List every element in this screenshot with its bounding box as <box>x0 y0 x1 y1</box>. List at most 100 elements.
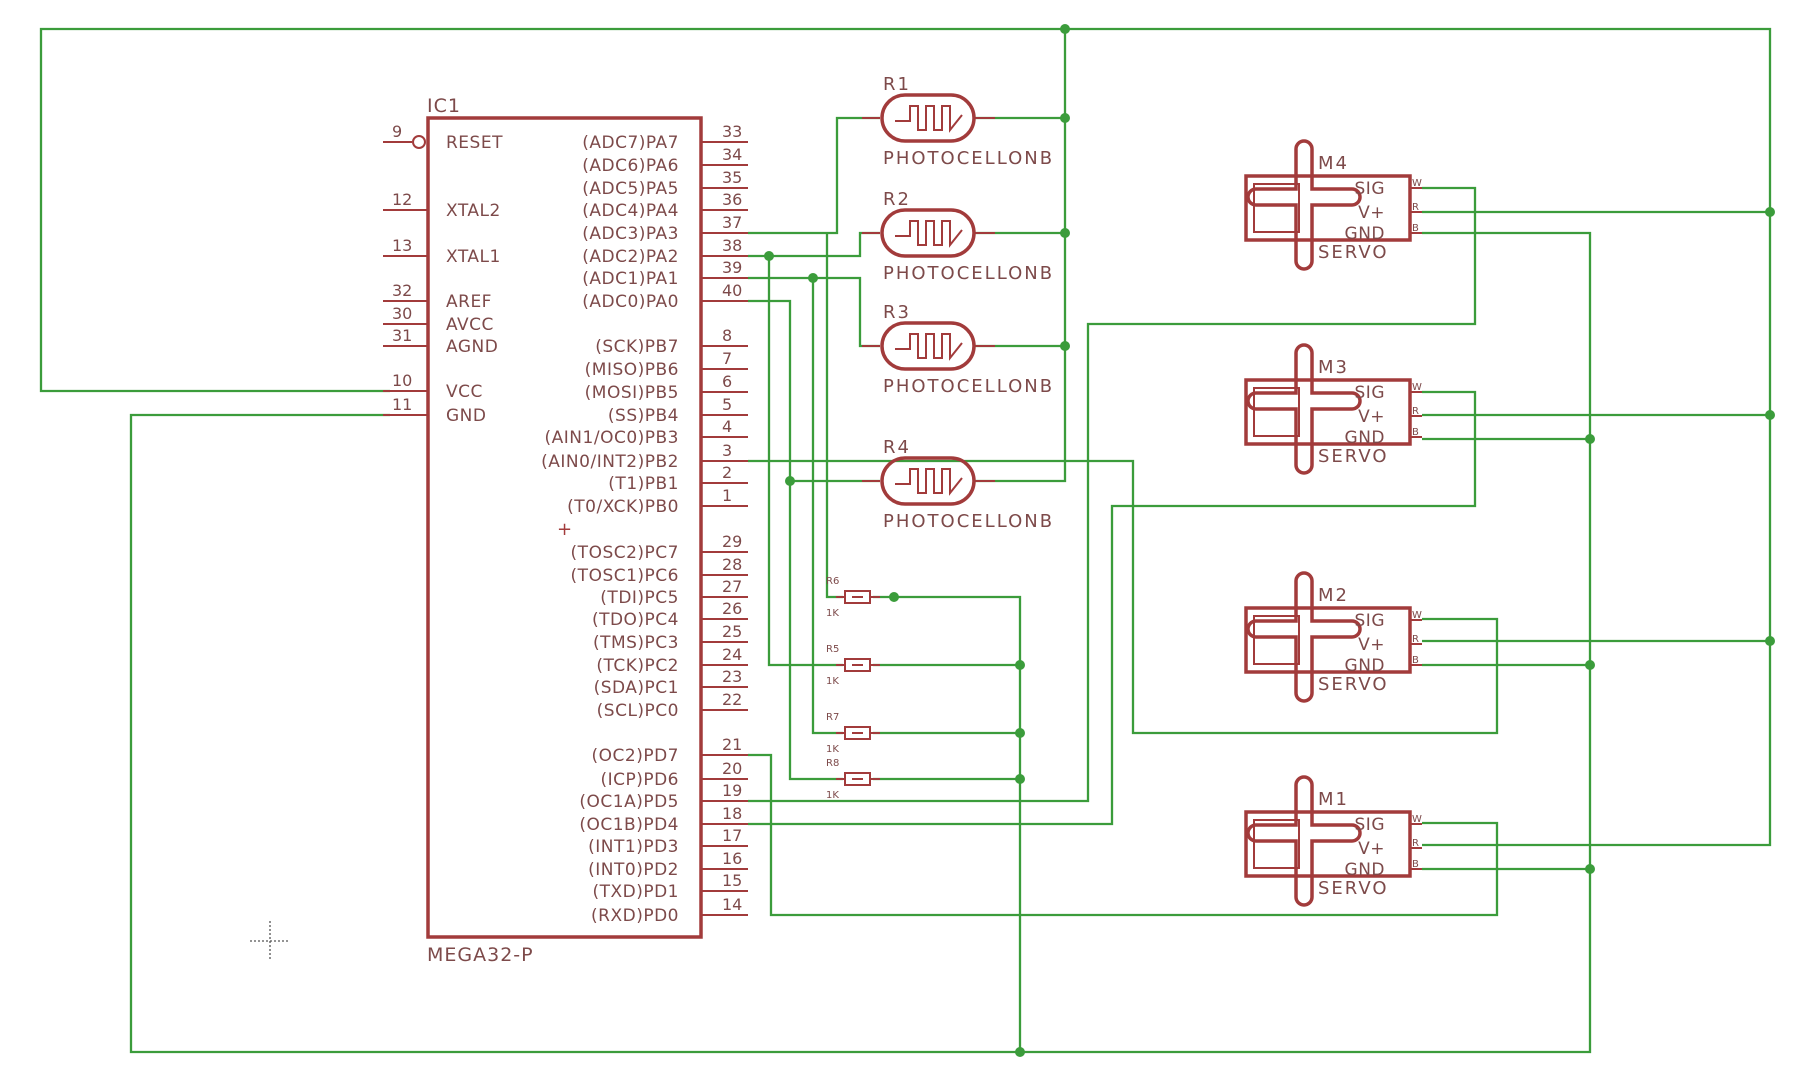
ic-pin-pd6[interactable]: 20(ICP)PD6 <box>600 759 748 790</box>
ic-pin-pa1[interactable]: 39(ADC1)PA1 <box>582 258 748 289</box>
pa3-net <box>748 116 880 235</box>
ic-pin-pb0[interactable]: 1(T0/XCK)PB0 <box>567 486 748 517</box>
ic-body <box>426 116 703 939</box>
pin-number: 9 <box>392 122 402 141</box>
ic-pin-pc0[interactable]: 22(SCL)PC0 <box>597 690 748 721</box>
servo-pin-mark: B <box>1412 427 1419 438</box>
ic-pin-pd1[interactable]: 15(TXD)PD1 <box>592 871 748 902</box>
resistor-r5[interactable]: R5 1K <box>826 644 880 687</box>
ic-pin-pd4[interactable]: 18(OC1B)PD4 <box>579 804 748 835</box>
ic-pin-pa4[interactable]: 36(ADC4)PA4 <box>582 190 748 221</box>
pin-number: 21 <box>722 735 742 754</box>
servo-pin-mark: B <box>1412 223 1419 234</box>
ic-pin-pb1[interactable]: 2(T1)PB1 <box>608 463 748 494</box>
servo-pin-label: V+ <box>1358 839 1385 859</box>
ic-pin-pc4[interactable]: 26(TDO)PC4 <box>592 599 748 630</box>
ic-pin-pc7[interactable]: 29(TOSC2)PC7 <box>571 532 748 563</box>
ic-pin-pa0[interactable]: 40(ADC0)PA0 <box>582 281 748 312</box>
ic-pin-pa7[interactable]: 33(ADC7)PA7 <box>582 122 748 153</box>
junction-dot <box>1015 728 1025 738</box>
pin-label: (SCK)PB7 <box>595 337 679 357</box>
sig-m2-net <box>748 459 1499 735</box>
servo-horn-icon <box>1246 571 1362 703</box>
ic-pin-pd7[interactable]: 21(OC2)PD7 <box>592 735 749 766</box>
servo-value: SERVO <box>1318 242 1389 263</box>
pin-number: 8 <box>722 326 732 345</box>
pin-number: 23 <box>722 667 742 686</box>
pin-number: 24 <box>722 645 742 664</box>
ic-pin-pd0[interactable]: 14(RXD)PD0 <box>591 895 748 926</box>
photocell-track-icon <box>895 468 963 496</box>
ic-pin-pd5[interactable]: 19(OC1A)PD5 <box>579 781 748 812</box>
resistor-value: 1K <box>826 676 839 687</box>
pin-label: (RXD)PD0 <box>591 906 679 926</box>
ic-pin-pb4[interactable]: 5(SS)PB4 <box>608 395 748 426</box>
photocell-rail <box>975 29 1067 483</box>
junction-dot <box>1585 864 1595 874</box>
resistor-body <box>844 772 871 786</box>
ic-pin-pb2[interactable]: 3(AIN0/INT2)PB2 <box>541 441 748 472</box>
ic-pin-pd3[interactable]: 17(INT1)PD3 <box>588 826 748 857</box>
ic-pin-pc2[interactable]: 24(TCK)PC2 <box>596 645 748 676</box>
resistor-ref: R5 <box>826 644 839 655</box>
ic-pin-pc1[interactable]: 23(SDA)PC1 <box>594 667 748 698</box>
junction-dot <box>1765 636 1775 646</box>
photocell-value: PHOTOCELLONB <box>883 263 1054 284</box>
ic-pin-pd2[interactable]: 16 (INT0)PD2 <box>588 849 748 880</box>
pin-label: (INT1)PD3 <box>588 837 679 857</box>
servo-pin-mark: W <box>1412 610 1422 621</box>
ic-pin-pb3[interactable]: 4(AIN1/OC0)PB3 <box>545 417 748 448</box>
photocell-body <box>880 321 976 371</box>
junction-dot <box>1585 660 1595 670</box>
servo-pin-mark: R <box>1412 838 1419 849</box>
ic-pin-pa6[interactable]: 34(ADC6)PA6 <box>582 145 748 176</box>
resistor-ref: R8 <box>826 758 839 769</box>
ic-pin-pc3[interactable]: 25(TMS)PC3 <box>593 622 748 653</box>
servo-pin-label: SIG <box>1355 611 1385 631</box>
ic-pin-pc6[interactable]: 28(TOSC1)PC6 <box>571 555 748 586</box>
servo-pin-mark: R <box>1412 202 1419 213</box>
servo-value: SERVO <box>1318 446 1389 467</box>
junction-dot <box>1015 1047 1025 1057</box>
ic-pin-pa5[interactable]: 35(ADC5)PA5 <box>582 168 748 199</box>
ic-pin-pc5[interactable]: 27(TDI)PC5 <box>600 577 748 608</box>
pin-label: (INT0)PD2 <box>588 860 679 880</box>
ic-pin-pb7[interactable]: 8 (SCK)PB7 <box>595 326 748 357</box>
servo-pin-label: V+ <box>1358 635 1385 655</box>
pin-number: 4 <box>722 417 732 436</box>
ic-pin-pb5[interactable]: 6(MOSI)PB5 <box>585 372 748 403</box>
ic-pin-pa2[interactable]: 38(ADC2)PA2 <box>582 236 748 267</box>
pin-number: 36 <box>722 190 742 209</box>
pin-number: 16 <box>722 849 742 868</box>
pin-label: (TOSC2)PC7 <box>571 543 679 563</box>
resistor-body <box>844 590 871 604</box>
servo-horn-icon <box>1246 775 1362 907</box>
servo-pin-label: V+ <box>1358 203 1385 223</box>
pin-label: AVCC <box>446 315 494 335</box>
pin-number: 10 <box>392 371 412 390</box>
pin-label: AGND <box>446 337 498 357</box>
ic-pin-pb6[interactable]: 7(MISO)PB6 <box>585 349 748 380</box>
junction-dot <box>1060 24 1070 34</box>
ic-pin-pa3[interactable]: 37(ADC3)PA3 <box>582 213 748 244</box>
microcontroller-ic1[interactable]: IC1 MEGA32-P + 9RESET12XTAL213XTAL132ARE… <box>383 95 748 966</box>
